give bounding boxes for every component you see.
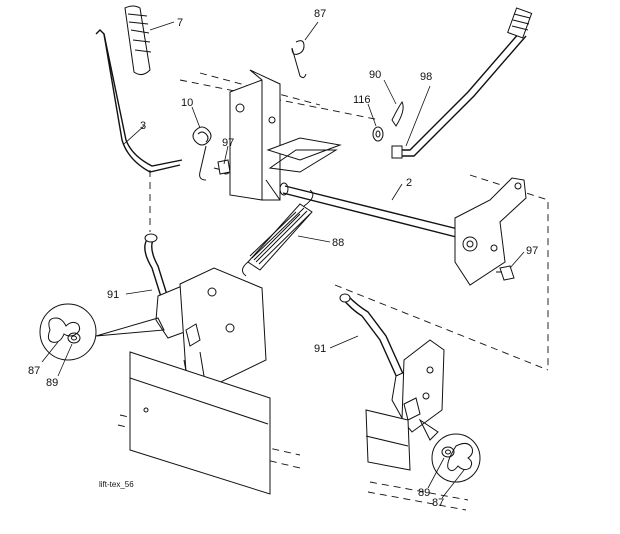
left-detail-callout [39,303,165,361]
part-label-97-left: 97 [222,137,234,149]
part-label-2: 2 [406,177,412,189]
bolt-left-part [217,159,231,175]
handle-grip-part [124,5,152,76]
extension-spring-part [242,189,314,277]
part-label-88: 88 [332,237,344,249]
washer-and-clip-parts [372,101,404,142]
lift-handle-rod-part [95,29,183,232]
part-label-98: 98 [420,71,432,83]
part-label-7: 7 [177,17,183,29]
adjustment-rod-part [391,7,533,159]
part-number-labels: 7 87 90 98 10 116 3 97 2 88 97 91 87 89 … [28,8,538,509]
part-label-87-top: 87 [314,8,326,20]
cross-shaft-part [279,182,471,241]
figure-caption: lift-tex_56 [99,480,134,489]
part-label-90: 90 [369,69,381,81]
torsion-spring-part [192,126,212,181]
right-deck-plate [365,409,411,471]
part-label-91-left: 91 [107,289,119,301]
leader-lines [41,21,525,499]
part-label-91-right: 91 [314,343,326,355]
hair-pin-clip-top [291,40,307,79]
center-bracket-assembly [213,69,342,201]
bolt-right-part [496,265,515,281]
part-label-116: 116 [353,94,371,106]
part-label-87-left: 87 [28,365,40,377]
part-label-87-right: 87 [432,497,444,509]
right-detail-callout [418,418,481,483]
part-label-3: 3 [140,120,146,132]
part-label-10: 10 [181,97,193,109]
right-shaft-bracket [454,177,527,286]
left-lift-arm-assembly [144,233,267,393]
part-label-89-left: 89 [46,377,58,389]
part-label-97-right: 97 [526,245,538,257]
left-deck-plate [129,351,271,495]
part-label-89-right: 89 [418,487,430,499]
right-lift-arm-assembly [339,293,445,433]
